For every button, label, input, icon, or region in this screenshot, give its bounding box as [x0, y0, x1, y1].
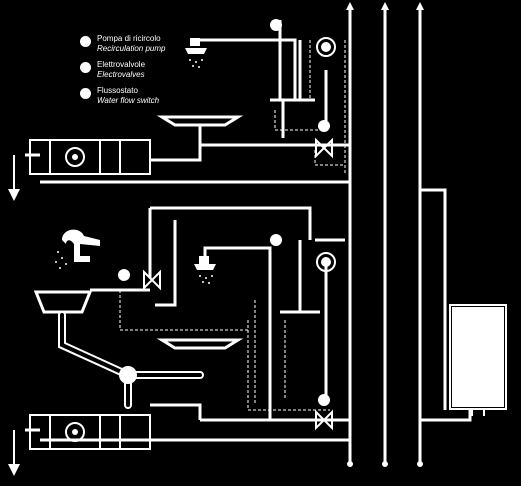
lower-pump-icon	[316, 252, 336, 272]
drain-junction-icon	[119, 366, 137, 384]
faucet-icon	[55, 229, 100, 269]
boiler-connections	[420, 188, 472, 422]
lower-basin-icon	[156, 338, 244, 350]
flow-switch-dot-icon	[80, 88, 91, 99]
valve-dot-icon	[80, 62, 91, 73]
lower-flow-switch-icon	[270, 234, 282, 246]
kitchen-valve-icon	[118, 269, 161, 291]
legend-label-en: Electrovalves	[97, 70, 145, 79]
upper-basin-icon	[156, 115, 244, 127]
main-risers	[348, 8, 422, 462]
boiler-icon	[449, 304, 507, 416]
upper-shower-icon	[185, 38, 207, 68]
legend-label-it: Flussostato	[97, 86, 138, 95]
upper-floor-pipes	[25, 20, 350, 184]
lower-floor-dashed	[119, 290, 330, 411]
lower-drain-pipes	[58, 311, 204, 409]
legend-label-it: Elettrovalvole	[97, 60, 146, 69]
upper-flow-switch-icon	[270, 19, 282, 31]
lower-shower-icon	[194, 256, 216, 284]
legend-label-it: Pompa di ricircolo	[97, 34, 161, 43]
kitchen-sink-icon	[33, 290, 93, 314]
upper-floor-dashed	[274, 40, 346, 175]
riser-caps	[346, 2, 424, 467]
upper-pump-icon	[316, 37, 336, 57]
lower-tray-icon	[29, 414, 151, 450]
upper-tray-icon	[29, 139, 151, 175]
pump-dot-icon	[80, 36, 91, 47]
upper-valve-icon	[315, 120, 333, 159]
legend-label-en: Recirculation pump	[97, 44, 166, 53]
lower-valve-icon	[315, 394, 333, 431]
legend-label-en: Water flow switch	[97, 96, 160, 105]
